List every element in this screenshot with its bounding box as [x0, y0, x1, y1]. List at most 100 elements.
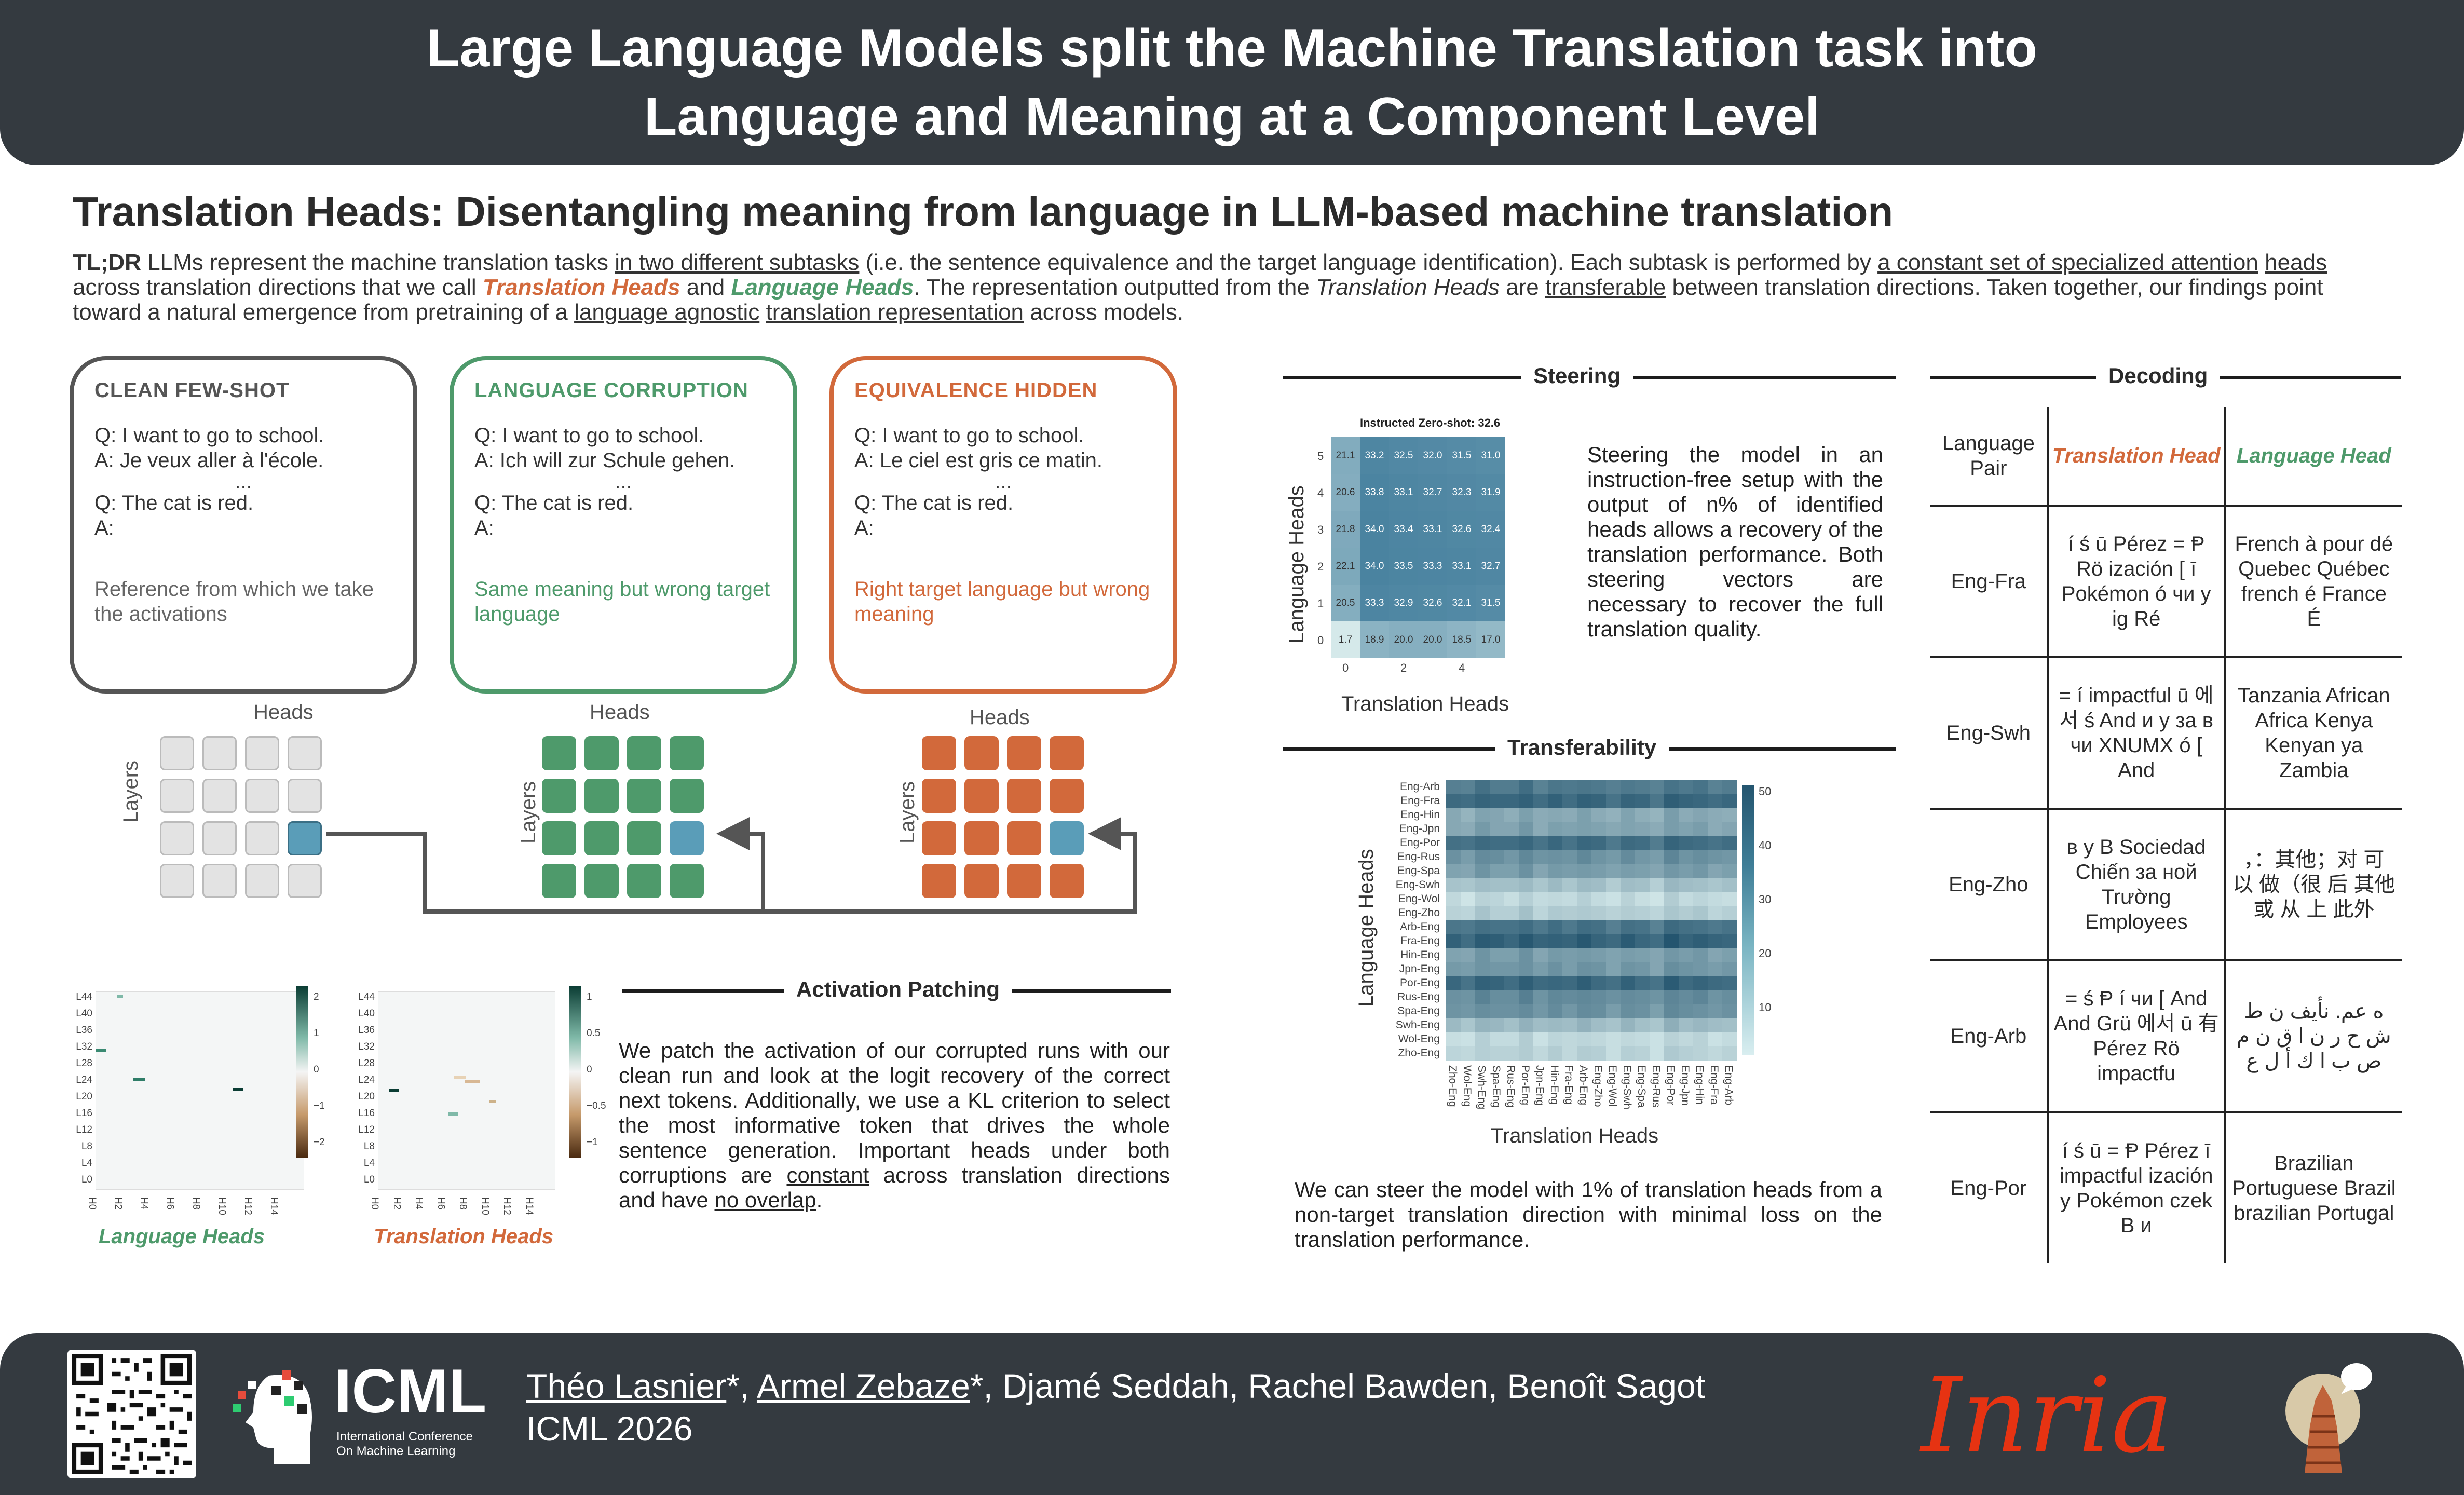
- transfer-cell: [1708, 822, 1723, 836]
- transfer-cell: [1548, 1018, 1563, 1032]
- translation-head-tokens: = í impactful ū 에서 ś And и y за в чи XNU…: [2048, 657, 2226, 810]
- transfer-cell: [1708, 1032, 1723, 1046]
- icml-subtitle-line: International Conference: [336, 1430, 473, 1444]
- colorbar-tick-label: 0.5: [587, 1028, 601, 1039]
- highlighted-head-cell: [489, 1100, 496, 1103]
- transfer-cell: [1504, 780, 1519, 794]
- icml-logo-mark: [233, 1355, 326, 1469]
- transfer-cell: [1635, 1018, 1650, 1032]
- transfer-cell: [1650, 864, 1665, 878]
- transfer-cell: [1446, 990, 1461, 1004]
- transfer-cell: [1664, 920, 1679, 934]
- steering-cell: 32.6: [1418, 585, 1447, 621]
- poster-header: Large Language Models split the Machine …: [0, 0, 2464, 165]
- prompt-line: Q: The cat is red.: [474, 492, 634, 514]
- transfer-cell: [1548, 934, 1563, 948]
- transfer-cell: [1606, 920, 1621, 934]
- head-cell: [1007, 779, 1041, 813]
- transfer-cell: [1664, 1018, 1679, 1032]
- transfer-cell: [1504, 1032, 1519, 1046]
- transfer-cell: [1650, 822, 1665, 836]
- transfer-cell: [1591, 878, 1607, 892]
- transfer-cell: [1504, 934, 1519, 948]
- transfer-cell: [1475, 962, 1490, 976]
- transfer-cell: [1562, 906, 1577, 920]
- transfer-cell: [1693, 906, 1708, 920]
- steering-cell: 31.9: [1476, 474, 1505, 511]
- transfer-cell: [1504, 822, 1519, 836]
- transfer-cell: [1475, 1018, 1490, 1032]
- colorbar-tick-label: −1: [314, 1100, 325, 1111]
- transfer-cell: [1490, 808, 1505, 822]
- prompt-line: A:: [854, 517, 874, 539]
- transfer-cell: [1722, 878, 1737, 892]
- transfer-cell: [1635, 794, 1650, 808]
- head-cell: [922, 779, 956, 813]
- transfer-cell: [1708, 976, 1723, 990]
- steering-cell: 33.8: [1360, 474, 1389, 511]
- transfer-cell: [1693, 878, 1708, 892]
- transfer-cell: [1621, 934, 1636, 948]
- transfer-cell: [1490, 780, 1505, 794]
- transfer-cell: [1461, 878, 1476, 892]
- transfer-cell: [1562, 892, 1577, 906]
- transfer-cell: [1461, 864, 1476, 878]
- transfer-cell: [1591, 990, 1607, 1004]
- transfer-cell: [1548, 948, 1563, 962]
- head-cell: [627, 864, 661, 898]
- transfer-cell: [1708, 906, 1723, 920]
- patch-arrow-language: [326, 817, 765, 914]
- transfer-cell: [1577, 990, 1592, 1004]
- transfer-cell: [1548, 794, 1563, 808]
- head-cell: [627, 821, 661, 855]
- heads-label: Heads: [253, 701, 314, 724]
- head-cell: [288, 779, 322, 813]
- transfer-cell: [1591, 780, 1607, 794]
- transfer-cell: [1708, 1004, 1723, 1018]
- author-link[interactable]: Armel Zebaze: [756, 1367, 970, 1405]
- transfer-cell: [1475, 822, 1490, 836]
- steering-cell: 20.6: [1331, 474, 1360, 511]
- head-cell: [160, 779, 194, 813]
- transfer-cell: [1577, 892, 1592, 906]
- transfer-text: We can steer the model with 1% of transl…: [1295, 1177, 1882, 1252]
- transfer-cell: [1679, 836, 1694, 850]
- transfer-cell: [1577, 920, 1592, 934]
- transferability-title: Transferability: [1495, 735, 1669, 760]
- transfer-cell: [1533, 850, 1548, 864]
- transfer-cell: [1475, 892, 1490, 906]
- transfer-cell: [1708, 836, 1723, 850]
- y-tick-label: L36: [358, 1025, 375, 1036]
- author-link[interactable]: Théo Lasnier: [526, 1367, 727, 1405]
- translation-head-tokens: = ś Ᵽ í чи [ And And Grü 에서 ū 有 Pérez Rö…: [2048, 960, 2226, 1113]
- head-cell: [288, 736, 322, 770]
- head-cell: [670, 736, 704, 770]
- transfer-cell: [1722, 1046, 1737, 1061]
- col-label: Eng-Rus: [1650, 1065, 1662, 1108]
- transfer-cell: [1577, 808, 1592, 822]
- transfer-colorbar: [1742, 785, 1754, 1055]
- col-label: Eng-Arb: [1723, 1065, 1735, 1106]
- transfer-cell: [1664, 1046, 1679, 1061]
- equivalence-hidden-box: EQUIVALENCE HIDDEN Q: I want to go to sc…: [829, 356, 1177, 694]
- y-tick-label: 1: [1317, 596, 1324, 610]
- colorbar-tick-label: 50: [1759, 785, 1772, 798]
- transfer-cell: [1562, 1004, 1577, 1018]
- transfer-cell: [1679, 794, 1694, 808]
- transfer-cell: [1693, 962, 1708, 976]
- transfer-cell: [1591, 808, 1607, 822]
- transfer-cell: [1562, 808, 1577, 822]
- transfer-cell: [1722, 836, 1737, 850]
- transfer-cell: [1708, 1046, 1723, 1061]
- qr-code[interactable]: [67, 1350, 196, 1478]
- transfer-cell: [1562, 878, 1577, 892]
- x-tick-label: 2: [1400, 661, 1407, 674]
- y-tick-label: L40: [358, 1008, 375, 1019]
- transfer-cell: [1693, 1046, 1708, 1061]
- transfer-cell: [1577, 934, 1592, 948]
- row-label: Arb-Eng: [1399, 921, 1440, 933]
- highlighted-head-cell: [233, 1088, 243, 1091]
- transfer-cell: [1693, 948, 1708, 962]
